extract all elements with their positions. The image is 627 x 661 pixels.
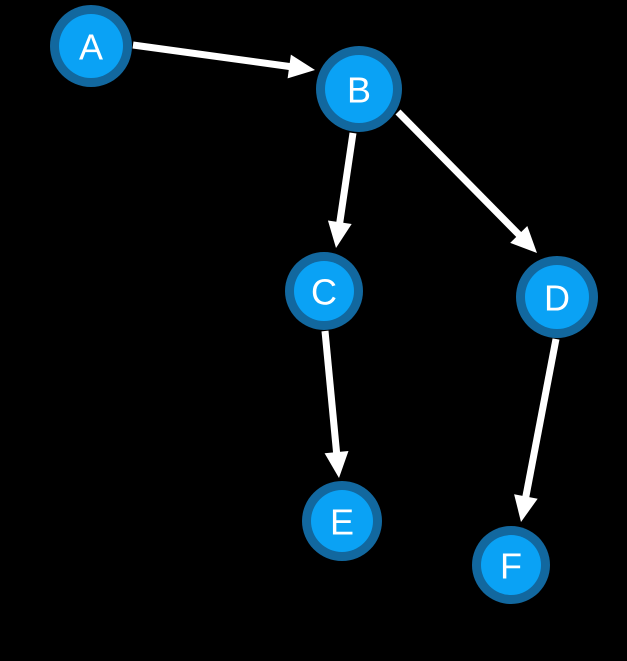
edge-line bbox=[321, 330, 341, 455]
node-label: E bbox=[330, 502, 354, 543]
node-fill bbox=[59, 14, 123, 78]
node-fill bbox=[525, 265, 589, 329]
edge-d-to-f bbox=[514, 338, 560, 522]
edge-b-to-c bbox=[327, 132, 357, 248]
graph-node-f[interactable]: F bbox=[472, 526, 550, 604]
edge-a-to-b bbox=[132, 41, 315, 79]
graph-node-a[interactable]: A bbox=[50, 5, 132, 87]
edge-line bbox=[336, 132, 357, 225]
arrowhead-icon bbox=[324, 450, 349, 478]
node-label: C bbox=[311, 272, 337, 313]
edges-layer bbox=[132, 41, 560, 522]
arrowhead-icon bbox=[327, 220, 352, 248]
edge-line bbox=[132, 41, 292, 71]
graph-node-e[interactable]: E bbox=[302, 481, 382, 561]
arrowhead-icon bbox=[287, 54, 315, 79]
arrowhead-icon bbox=[514, 494, 538, 522]
edge-c-to-e bbox=[321, 330, 349, 478]
node-label: B bbox=[347, 70, 371, 111]
arrowhead-icon bbox=[510, 226, 537, 253]
edge-b-to-d bbox=[395, 109, 537, 253]
node-fill bbox=[311, 490, 373, 552]
node-fill bbox=[294, 261, 354, 321]
edge-line bbox=[395, 109, 523, 239]
node-label: D bbox=[544, 278, 570, 319]
graph-node-c[interactable]: C bbox=[285, 252, 363, 330]
graph-node-b[interactable]: B bbox=[316, 46, 402, 132]
node-label: F bbox=[500, 546, 522, 587]
graph-node-d[interactable]: D bbox=[516, 256, 598, 338]
nodes-layer: A B C D E F bbox=[50, 5, 598, 604]
node-fill bbox=[481, 535, 541, 595]
node-label: A bbox=[79, 27, 103, 68]
node-fill bbox=[325, 55, 393, 123]
edge-line bbox=[522, 338, 560, 500]
